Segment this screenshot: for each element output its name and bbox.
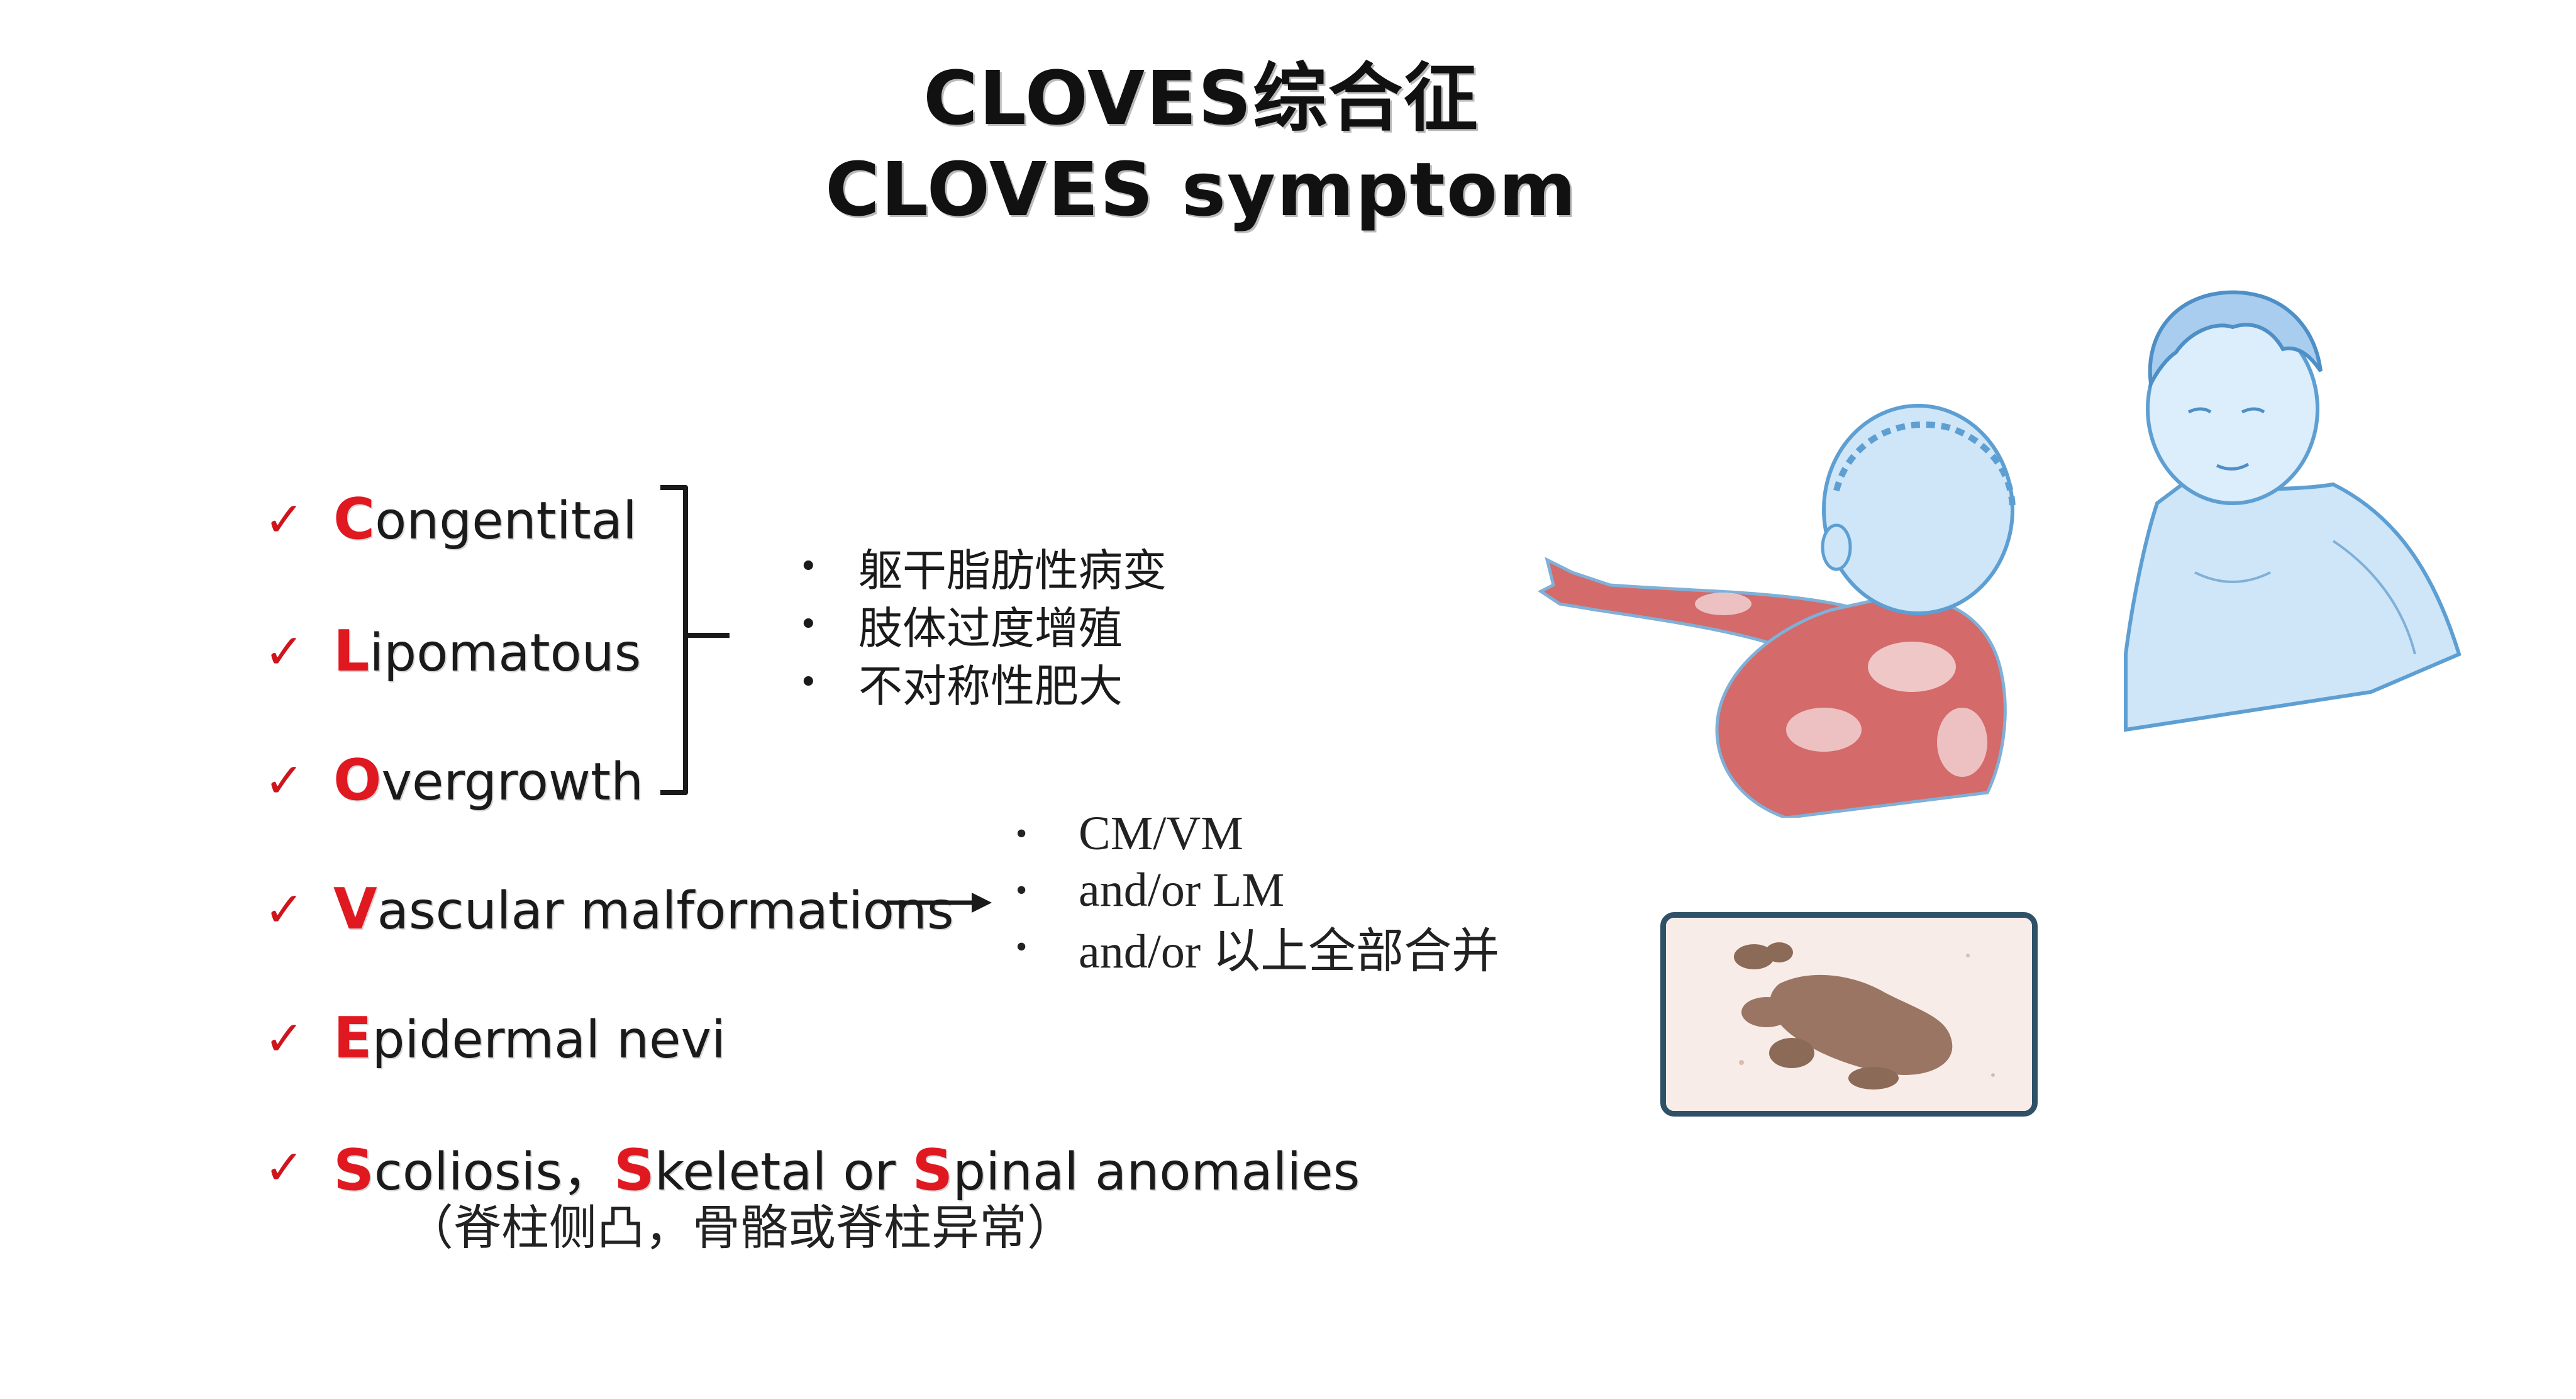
checkmark-icon: ✓ <box>264 623 304 679</box>
criterion-initial: S <box>333 1137 374 1203</box>
criterion-text: ipomatous <box>369 623 641 683</box>
criterion-text: coliosis， <box>374 1142 614 1202</box>
group-bullet-list: • 躯干脂肪性病变 • 肢体过度增殖 • 不对称性肥大 <box>799 538 1167 712</box>
criterion-text: keletal or <box>654 1142 913 1202</box>
criterion-text: pinal anomalies <box>953 1142 1360 1202</box>
criterion-initial: E <box>333 1005 372 1071</box>
checkmark-icon: ✓ <box>264 881 304 937</box>
checkmark-icon: ✓ <box>264 752 304 808</box>
criterion-congenital: ✓ Congentital <box>264 484 637 554</box>
checkmark-icon: ✓ <box>264 1139 304 1195</box>
criterion-lipomatous: ✓ Lipomatous <box>264 616 641 686</box>
title-chinese: CLOVES综合征 <box>923 55 1479 142</box>
list-item: • 肢体过度增殖 <box>799 596 1167 654</box>
vascular-bullet-list: • CM/VM • and/or LM • and/or 以上全部合并 <box>1016 805 1499 979</box>
bullet-icon: • <box>799 548 818 586</box>
bullet-icon: • <box>1016 815 1028 852</box>
list-item: • and/or 以上全部合并 <box>1016 918 1499 978</box>
bullet-text: 肢体过度增殖 <box>858 602 1123 654</box>
list-item: • 躯干脂肪性病变 <box>799 538 1167 596</box>
list-item: • 不对称性肥大 <box>799 654 1167 712</box>
criterion-initial: O <box>333 747 382 813</box>
bullet-icon: • <box>799 664 818 701</box>
infant-illustration <box>1538 404 2016 818</box>
bullet-text: and/or 以上全部合并 <box>1079 925 1500 978</box>
bullet-icon: • <box>799 606 818 644</box>
child-illustration <box>2124 290 2462 732</box>
criterion-text: vergrowth <box>381 752 644 812</box>
bullet-text: CM/VM <box>1079 806 1243 860</box>
criterion-initial: V <box>333 876 377 942</box>
criterion-epidermal: ✓ Epidermal nevi <box>264 1003 726 1073</box>
bullet-text: and/or LM <box>1079 863 1285 917</box>
criterion-text: ascular malformations <box>377 881 954 941</box>
criterion-text: ongentital <box>375 491 637 551</box>
criterion-initial: S <box>912 1137 953 1203</box>
list-item: • CM/VM <box>1016 805 1499 862</box>
list-item: • and/or LM <box>1016 862 1499 918</box>
skeletal-note: （脊柱侧凸，骨骼或脊柱异常） <box>406 1200 1075 1256</box>
bullet-icon: • <box>1016 928 1028 965</box>
criterion-initial: C <box>333 486 375 552</box>
criterion-text: pidermal nevi <box>372 1010 726 1070</box>
criterion-skeletal: ✓ Scoliosis，Skeletal or Spinal anomalies <box>264 1132 1360 1203</box>
criterion-overgrowth: ✓ Overgrowth <box>264 745 643 815</box>
lesion-photo <box>1660 912 2038 1117</box>
bullet-text: 不对称性肥大 <box>858 660 1123 712</box>
arrow-right-icon <box>887 893 992 913</box>
checkmark-icon: ✓ <box>264 1010 304 1066</box>
brace-icon <box>660 485 730 795</box>
bullet-text: 躯干脂肪性病变 <box>858 544 1167 596</box>
bullet-icon: • <box>1016 872 1028 908</box>
criterion-vascular: ✓ Vascular malformations <box>264 874 954 944</box>
nevus-lesion <box>1666 918 2032 1111</box>
criterion-initial: L <box>333 618 370 684</box>
title-english: CLOVES symptom <box>825 146 1577 233</box>
checkmark-icon: ✓ <box>264 491 304 547</box>
criterion-initial: S <box>614 1137 655 1203</box>
